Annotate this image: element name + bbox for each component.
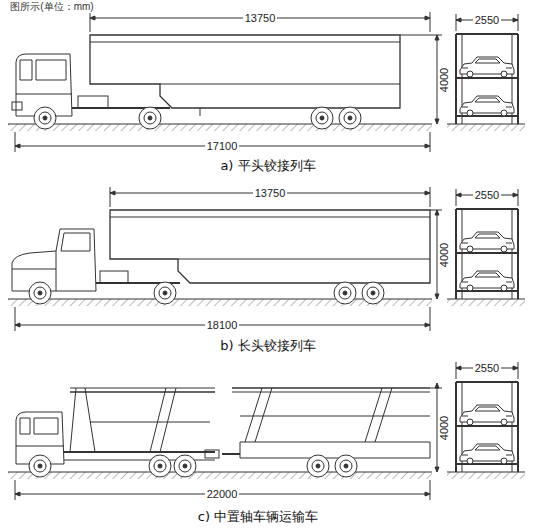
dimension-label: 2550 [473, 189, 501, 201]
dimension-label: 22000 [205, 488, 240, 500]
dimension-label: 4000 [438, 414, 450, 442]
dimension-label: 2550 [473, 362, 501, 374]
dimension-label: 4000 [438, 66, 450, 94]
caption-label: b) 长头铰接列车 [218, 338, 317, 353]
dimension-label: 4000 [438, 241, 450, 269]
unit-note: 图所示(单位：mm) [8, 1, 95, 13]
caption-label: c) 中置轴车辆运输车 [196, 509, 320, 524]
caption-label: a) 平头铰接列车 [218, 158, 317, 173]
dimension-label: 2550 [473, 14, 501, 26]
dimension-label: 13750 [243, 12, 278, 24]
dimension-label: 13750 [253, 187, 288, 199]
dimension-label: 17100 [205, 140, 240, 152]
dimension-label: 18100 [205, 319, 240, 331]
